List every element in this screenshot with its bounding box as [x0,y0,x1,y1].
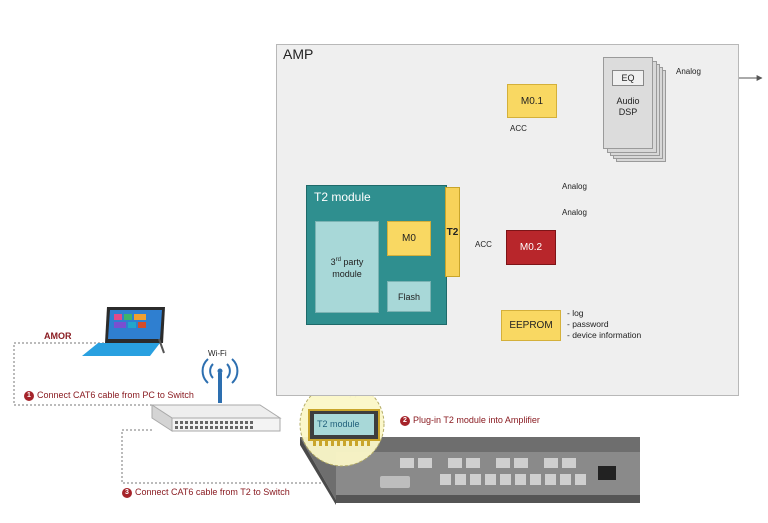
t2-card-icon [308,409,380,446]
third-party-module-block: 3rd party module [315,221,379,313]
amp-title: AMP [283,46,314,62]
step-3-number: 3 [122,487,132,498]
acc-label-vertical: ACC [510,124,527,133]
third-party-sup: rd [335,257,341,263]
pc-label: AMOR [44,331,72,341]
step-2-number: 2 [400,415,410,426]
switch-icon [150,404,282,432]
audio-dsp-line2: DSP [618,107,638,117]
m01-block: M0.1 [507,84,557,118]
cable-pc-switch [13,342,152,406]
t2-connector-tab: T2 [445,187,460,277]
cable-t2-switch [121,429,332,484]
analog-in-label: Analog [562,182,587,191]
third-party-line2: module [332,269,362,279]
third-party-line1: 3rd party [331,254,364,268]
audio-dsp-line1: Audio [616,96,640,106]
t2-module-title: T2 module [314,190,371,204]
third-party-word: party [340,257,364,267]
acc-label-horizontal: ACC [475,240,492,249]
step-3-text: Connect CAT6 cable from T2 to Switch [135,487,290,497]
step-1-text: Connect CAT6 cable from PC to Switch [37,390,194,400]
eeprom-note-log: - log [567,308,584,318]
tablet-icon [82,307,165,356]
step-2-text: Plug-in T2 module into Amplifier [413,415,540,425]
eq-block: EQ [612,70,644,86]
flash-block: Flash [387,281,431,312]
wifi-icon [201,358,239,403]
eeprom-notes: - log - password - device information [567,308,641,341]
audio-dsp-block: EQ Audio DSP [603,57,653,149]
analog-out-label: Analog [676,67,701,76]
eeprom-block: EEPROM [501,310,561,341]
audio-dsp-label: Audio DSP [604,96,652,118]
step-1-number: 1 [24,390,34,401]
eeprom-note-password: - password [567,319,609,329]
t2-card-label: T2 module [317,419,360,429]
eeprom-note-device-info: - device information [567,330,642,340]
m0-block: M0 [387,221,431,256]
analog-to-dsp-label: Analog [562,208,587,217]
amplifier-icon [300,437,640,505]
wifi-label: Wi-Fi [208,349,227,358]
third-party-num: 3 [330,257,336,267]
m02-block: M0.2 [506,230,556,265]
